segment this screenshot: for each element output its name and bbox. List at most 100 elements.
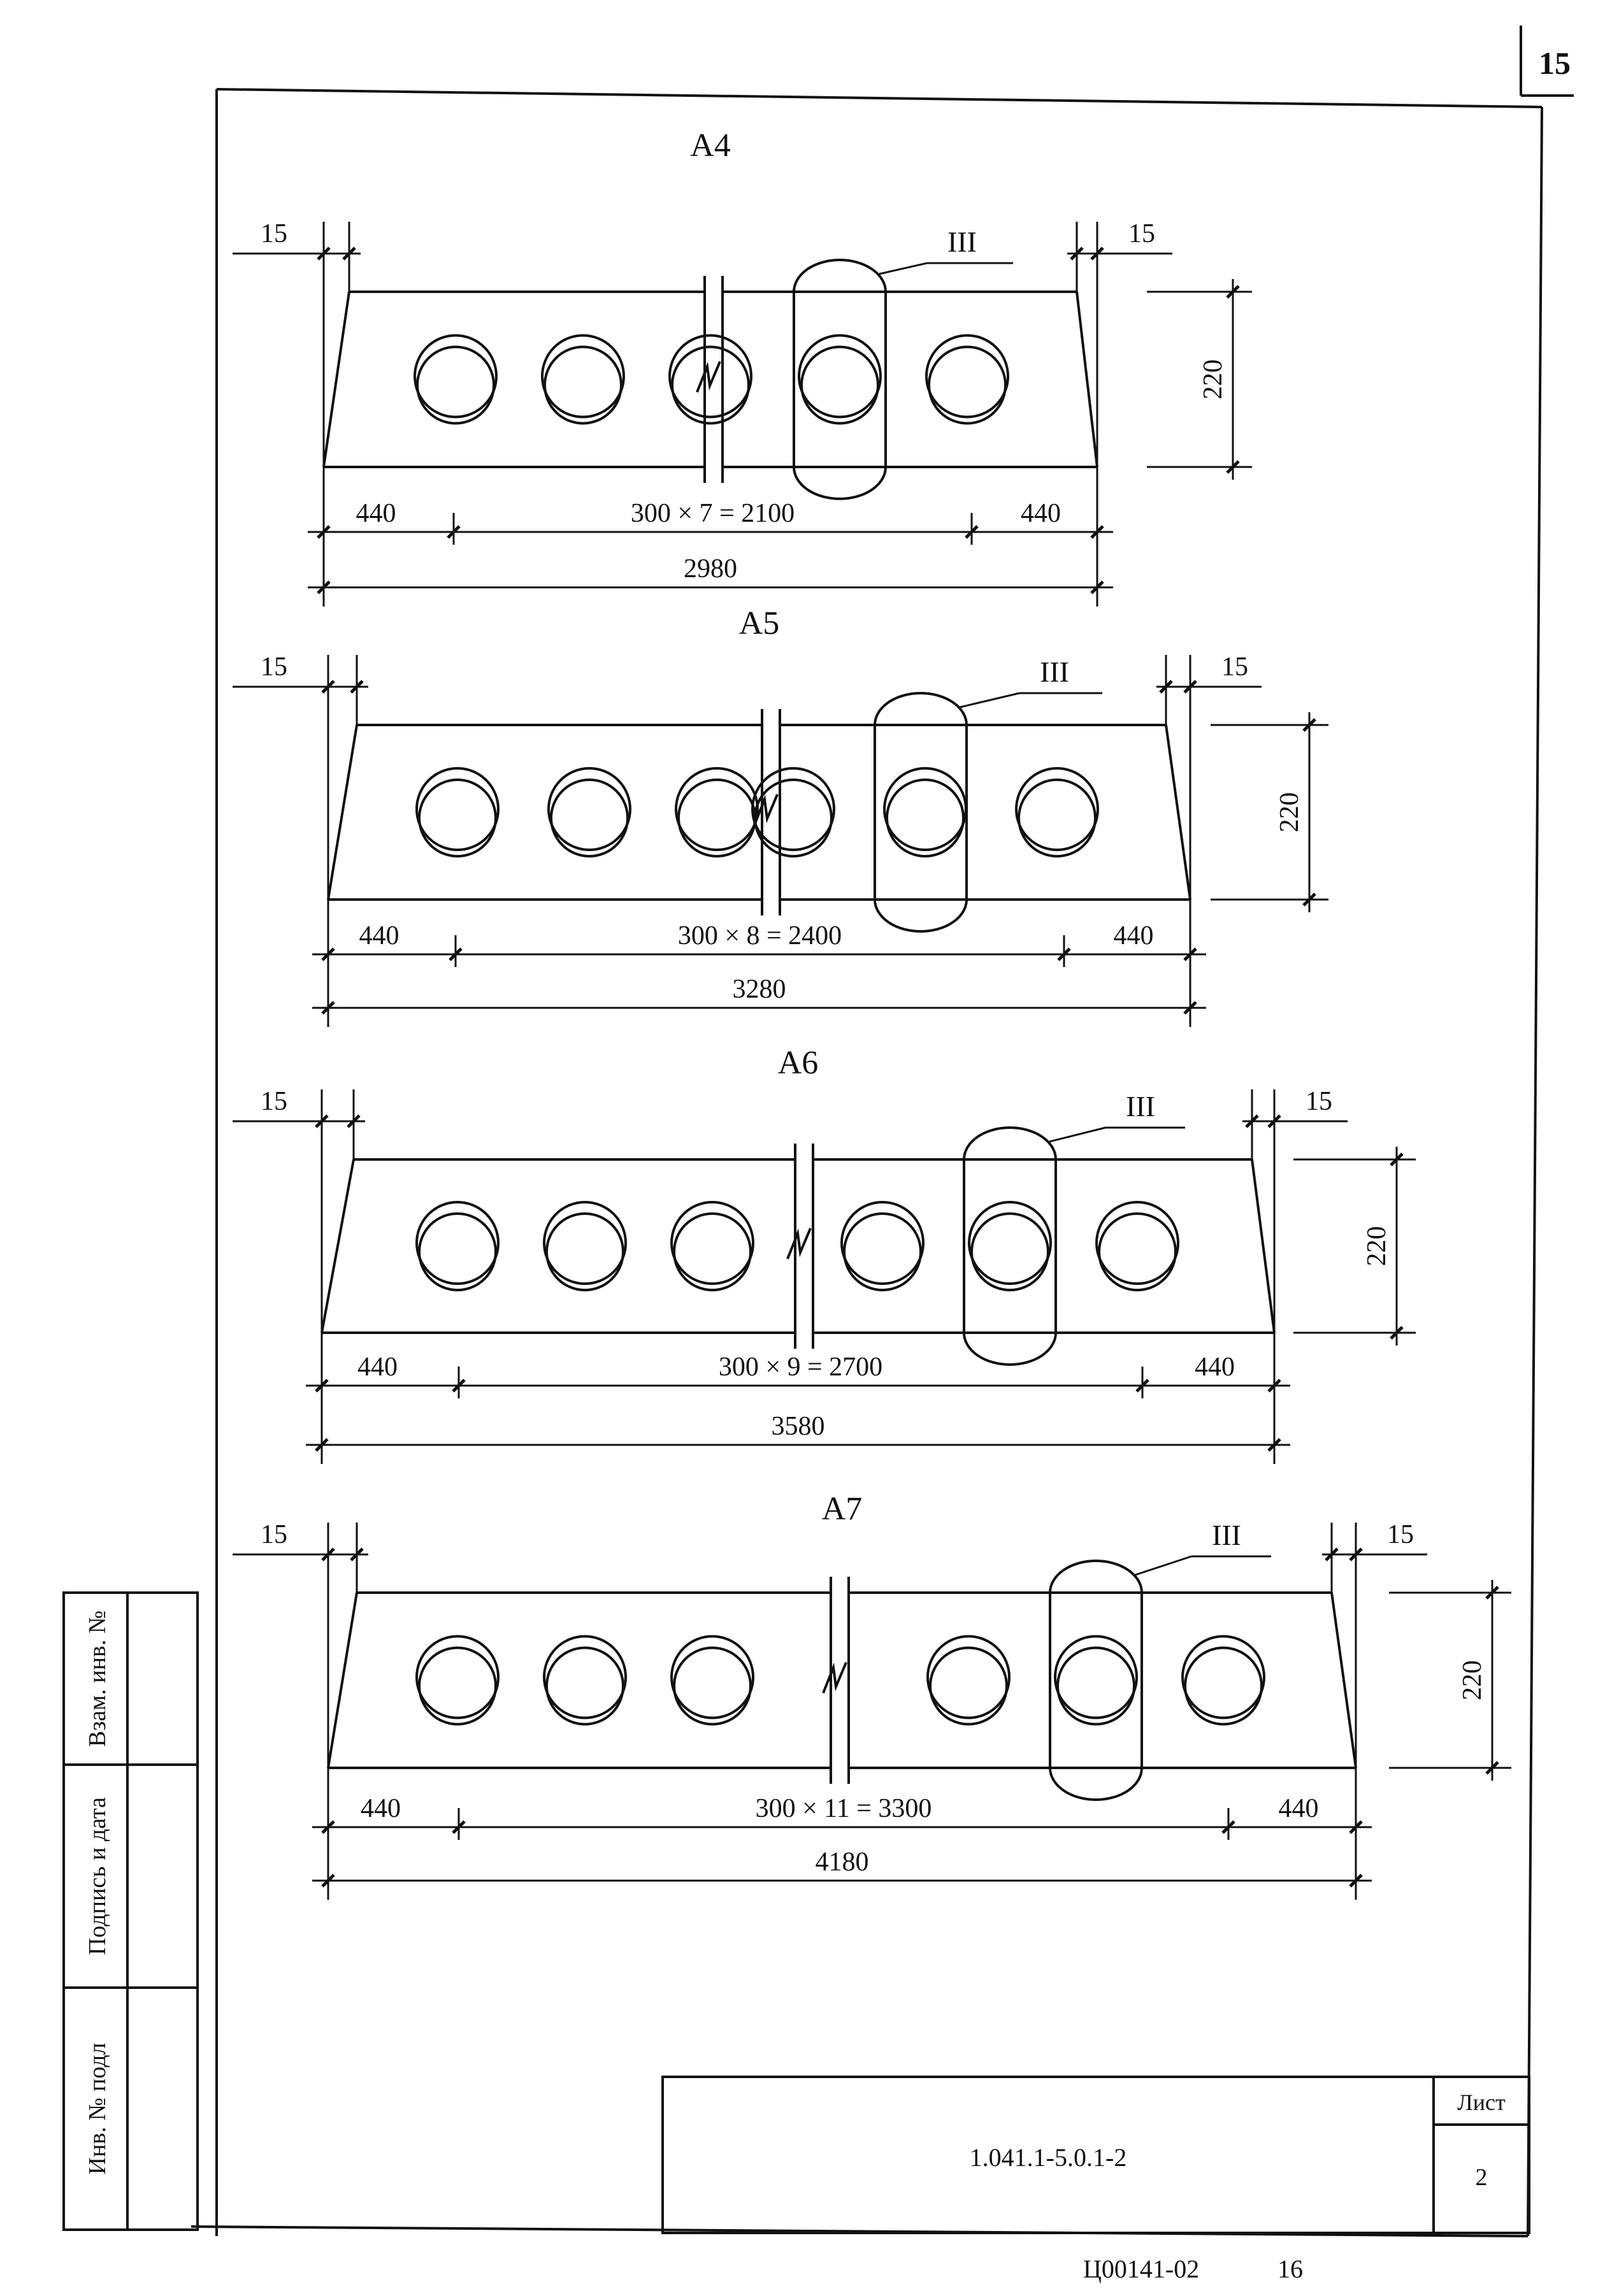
- dimension-tick: [342, 247, 356, 261]
- dimension-tick: [452, 1379, 466, 1393]
- title-block-sheet-number: 2: [1476, 2164, 1488, 2191]
- void-hole: [1181, 1635, 1265, 1726]
- offset-right-value: 15: [1306, 1087, 1332, 1116]
- void-hole: [840, 1201, 925, 1291]
- overall-length-value: 4180: [816, 1848, 869, 1877]
- void-inner: [1018, 778, 1097, 857]
- void-inner: [754, 778, 833, 857]
- callout-label: III: [1126, 1090, 1155, 1123]
- void-hole: [415, 1635, 500, 1726]
- detail-arc-top: [793, 259, 887, 292]
- dimension-tick: [1090, 525, 1104, 539]
- detail-region-iii: [963, 1126, 1057, 1366]
- void-hole: [415, 1201, 500, 1291]
- panel-end-right: [1076, 291, 1098, 468]
- void-hole: [751, 767, 835, 857]
- detail-arc-bottom: [1049, 1767, 1143, 1801]
- dimension-tick: [315, 1379, 329, 1393]
- void-outer: [926, 1635, 1011, 1719]
- dimension-tick: [321, 1820, 335, 1834]
- void-hole: [1095, 1201, 1179, 1291]
- offset-left-value: 15: [261, 652, 287, 682]
- end-left-value: 440: [357, 1352, 398, 1382]
- callout-leader: [960, 692, 1020, 708]
- void-outer: [541, 334, 625, 419]
- dimension-tick: [1485, 1586, 1499, 1600]
- dimension-tick: [315, 1438, 329, 1452]
- offset-left-value: 15: [261, 1520, 287, 1549]
- drawing-title: A7: [822, 1491, 863, 1527]
- detail-arc-bottom: [874, 899, 968, 933]
- dimension-tick: [1325, 1547, 1339, 1561]
- void-inner: [677, 778, 756, 857]
- offset-right-value: 15: [1387, 1520, 1414, 1549]
- title-block-sheet-label: Лист: [1457, 2090, 1506, 2115]
- end-right-value: 440: [1195, 1352, 1235, 1382]
- void-inner: [416, 345, 495, 425]
- detail-band: [963, 1158, 1057, 1334]
- detail-region-iii: [874, 692, 968, 933]
- drawing-title: A6: [778, 1045, 819, 1081]
- void-inner: [543, 345, 622, 425]
- dimension-tick: [1485, 1761, 1499, 1775]
- dimension-tick: [1302, 718, 1316, 732]
- void-outer: [547, 767, 631, 851]
- void-outer: [1181, 1635, 1265, 1719]
- void-hole: [670, 1201, 754, 1291]
- end-right-value: 440: [1114, 921, 1154, 951]
- dimension-tick: [347, 1114, 361, 1128]
- spacing-value: 300 × 9 = 2700: [719, 1352, 882, 1382]
- void-outer: [840, 1201, 925, 1285]
- panel-end-left: [320, 1159, 355, 1333]
- panel-end-right: [1330, 1592, 1357, 1769]
- void-outer: [414, 334, 498, 419]
- offset-right-value: 15: [1128, 219, 1155, 248]
- callout-label: III: [947, 226, 977, 258]
- dimension-tick: [1390, 1326, 1404, 1340]
- dimension-tick: [1267, 1438, 1281, 1452]
- height-value: 220: [1458, 1660, 1487, 1700]
- void-inner: [418, 1212, 497, 1291]
- dimension-tick: [1349, 1874, 1363, 1888]
- void-inner: [545, 1646, 624, 1726]
- offset-left-value: 15: [261, 1087, 287, 1116]
- dimension-tick: [1390, 1152, 1404, 1166]
- offset-left-value: 15: [261, 219, 287, 248]
- dimension-tick: [321, 680, 335, 694]
- overall-length-value: 3580: [772, 1412, 825, 1441]
- void-inner: [843, 1212, 922, 1291]
- panel-end-right: [1251, 1159, 1276, 1333]
- void-outer: [1015, 767, 1099, 851]
- page-number: 15: [1539, 45, 1571, 81]
- dimension-tick: [447, 525, 461, 539]
- end-right-value: 440: [1279, 1794, 1319, 1823]
- callout-leader: [1135, 1555, 1192, 1576]
- dimension-tick: [1057, 947, 1071, 961]
- dimension-tick: [1183, 947, 1197, 961]
- void-outer: [543, 1201, 627, 1285]
- end-left-value: 440: [359, 921, 399, 951]
- callout-leader: [879, 262, 928, 275]
- void-inner: [673, 1212, 752, 1291]
- drawing-title: A4: [690, 127, 731, 164]
- overall-length-value: 3280: [733, 975, 786, 1004]
- drawing-frame: [191, 88, 1543, 2237]
- callout-label: III: [1040, 656, 1069, 688]
- void-outer: [415, 1201, 500, 1285]
- dimension-tick: [1349, 1820, 1363, 1834]
- dimension-tick: [317, 247, 331, 261]
- void-hole: [543, 1201, 627, 1291]
- detail-region-iii: [1049, 1560, 1143, 1801]
- footer-code: Ц00141-02: [1083, 2255, 1199, 2283]
- void-inner: [673, 1646, 752, 1726]
- void-hole: [541, 334, 625, 425]
- void-outer: [415, 1635, 500, 1719]
- detail-arc-bottom: [793, 466, 887, 500]
- void-inner: [929, 1646, 1008, 1726]
- detail-arc-top: [963, 1126, 1057, 1160]
- void-inner: [1184, 1646, 1263, 1726]
- callout-leader: [1049, 1126, 1106, 1143]
